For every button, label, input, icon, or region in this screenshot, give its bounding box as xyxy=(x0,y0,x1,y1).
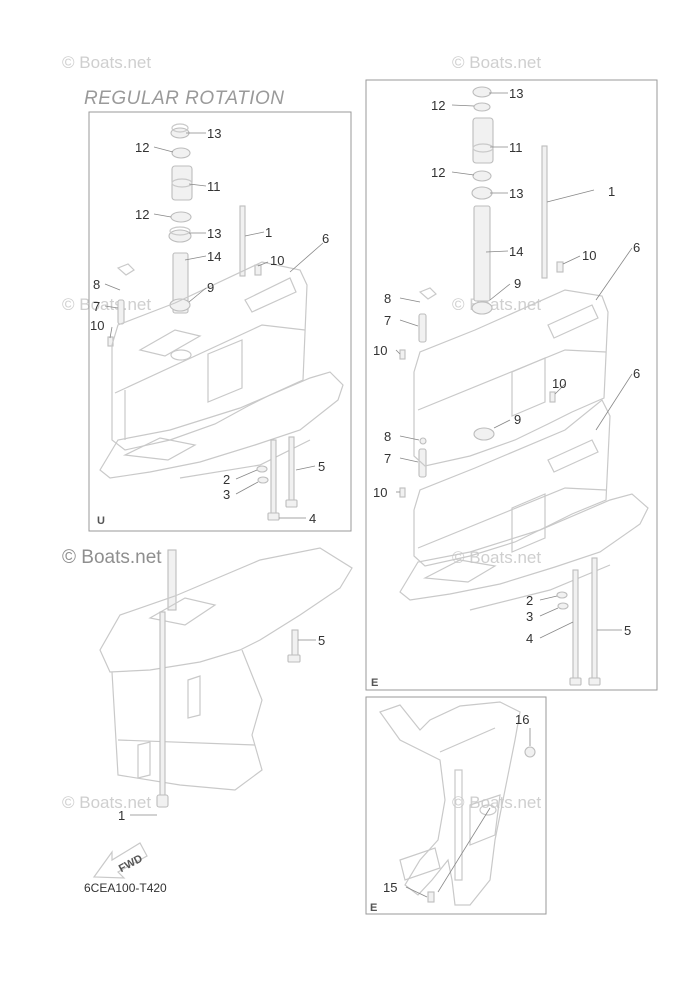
callouts-counter: 13 12 11 12 13 1 14 10 6 8 9 7 10 10 6 8… xyxy=(373,86,640,646)
callout-9: 9 xyxy=(514,412,521,427)
callout-5: 5 xyxy=(318,459,325,474)
callout-6: 6 xyxy=(322,231,329,246)
watermark: © Boats.net xyxy=(62,793,151,812)
callout-10: 10 xyxy=(270,253,284,268)
callout-7: 7 xyxy=(384,313,391,328)
callout-12: 12 xyxy=(431,98,445,113)
callout-11: 11 xyxy=(207,179,221,194)
callout-5: 5 xyxy=(318,633,325,648)
drive-shaft-parts xyxy=(107,123,262,347)
watermark: © Boats.net xyxy=(62,547,162,568)
callout-6: 6 xyxy=(633,366,640,381)
fwd-label: FWD xyxy=(117,853,145,875)
callout-14: 14 xyxy=(207,249,221,264)
forward-arrow-icon: FWD xyxy=(92,842,148,879)
callout-12: 12 xyxy=(431,165,445,180)
bolts xyxy=(256,436,298,521)
callout-12: 12 xyxy=(135,140,149,155)
watermark: © Boats.net xyxy=(452,793,541,812)
callout-8: 8 xyxy=(384,291,391,306)
panel-tag: U xyxy=(97,515,105,527)
callout-6: 6 xyxy=(633,240,640,255)
callout-4: 4 xyxy=(309,511,316,526)
callout-9: 9 xyxy=(514,276,521,291)
callout-13: 13 xyxy=(509,86,523,101)
callout-8: 8 xyxy=(93,277,100,292)
callout-14: 14 xyxy=(509,244,523,259)
lower-unit-installed: 5 1 FWD 6CEA100-T420 xyxy=(84,547,353,895)
callout-8: 8 xyxy=(384,429,391,444)
callout-10: 10 xyxy=(90,318,104,333)
callout-10: 10 xyxy=(373,343,387,358)
mounting-bracket xyxy=(379,701,536,906)
callout-1: 1 xyxy=(265,225,272,240)
diagram-code: 6CEA100-T420 xyxy=(84,881,167,895)
callout-16: 16 xyxy=(515,712,529,727)
watermark: © Boats.net xyxy=(62,295,151,314)
panel-regular-rotation: U xyxy=(88,111,352,532)
callout-7: 7 xyxy=(93,299,100,314)
panel-counter-rotation: E xyxy=(365,79,658,691)
drive-shaft-parts xyxy=(399,86,564,498)
diagram-title: REGULAR ROTATION xyxy=(84,88,284,109)
callout-11: 11 xyxy=(509,140,523,155)
callout-2: 2 xyxy=(223,472,230,487)
bolts xyxy=(556,557,601,686)
watermark: © Boats.net xyxy=(452,295,541,314)
upper-casing xyxy=(413,289,609,467)
panel-frame xyxy=(365,696,547,915)
callout-12: 12 xyxy=(135,207,149,222)
callout-13: 13 xyxy=(509,186,523,201)
lower-case xyxy=(399,493,649,611)
spacer-casing xyxy=(413,399,611,567)
callout-2: 2 xyxy=(526,593,533,608)
callout-10: 10 xyxy=(552,376,566,391)
watermark: © Boats.net xyxy=(62,53,151,72)
callout-1: 1 xyxy=(118,808,125,823)
panel-bracket: E 16 15 xyxy=(365,696,547,915)
callouts-regular: 13 12 11 12 13 1 14 10 6 8 9 7 10 2 5 3 … xyxy=(90,126,329,526)
callout-10: 10 xyxy=(582,248,596,263)
callout-4: 4 xyxy=(526,631,533,646)
callout-1: 1 xyxy=(608,184,615,199)
panel-tag: E xyxy=(371,677,378,689)
callout-3: 3 xyxy=(526,609,533,624)
callout-3: 3 xyxy=(223,487,230,502)
callout-13: 13 xyxy=(207,226,221,241)
watermarks: © Boats.net © Boats.net © Boats.net © Bo… xyxy=(62,53,541,812)
watermark: © Boats.net xyxy=(452,53,541,72)
callout-7: 7 xyxy=(384,451,391,466)
panel-tag: E xyxy=(370,902,377,914)
panel-frame xyxy=(88,111,352,532)
callout-13: 13 xyxy=(207,126,221,141)
callout-9: 9 xyxy=(207,280,214,295)
callout-15: 15 xyxy=(383,880,397,895)
lower-case xyxy=(99,371,344,479)
callout-10: 10 xyxy=(373,485,387,500)
panel-frame xyxy=(365,79,658,691)
callout-5: 5 xyxy=(624,623,631,638)
